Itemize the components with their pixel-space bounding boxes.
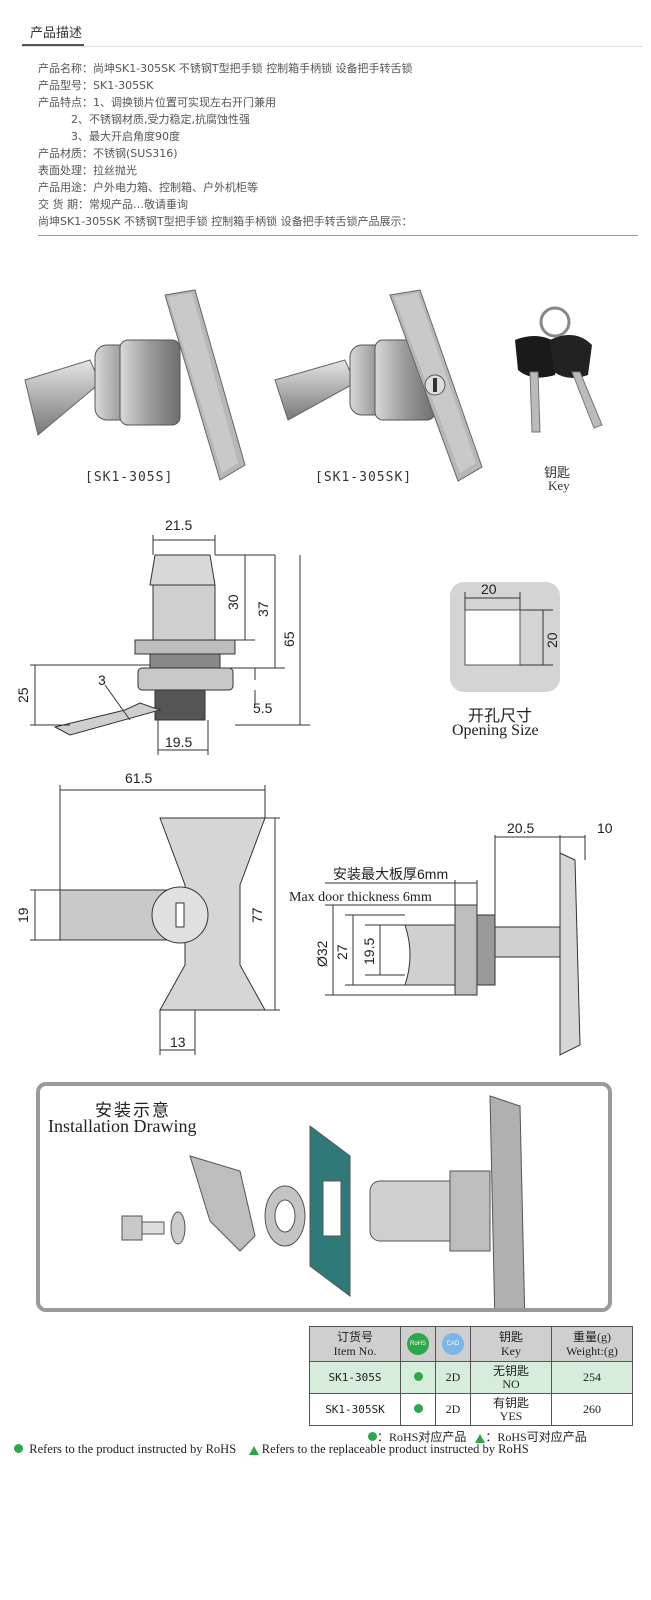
photo-keys bbox=[515, 306, 603, 433]
dim-65: 65 bbox=[281, 631, 297, 647]
desc-feature-1: 产品特点：1、调换锁片位置可实现左右开门兼用 bbox=[38, 96, 276, 109]
header-rohs: RoHS bbox=[400, 1326, 436, 1362]
drawing-front-view: 61.5 19 77 13 bbox=[15, 770, 280, 1055]
dim-13: 13 bbox=[170, 1034, 186, 1050]
opening-title-cn: 开孔尺寸 bbox=[468, 706, 533, 725]
desc-feature-3: 3、最大开启角度90度 bbox=[71, 130, 180, 143]
row2-cad: 2D bbox=[435, 1393, 471, 1426]
photo-sk1-305sk bbox=[274, 289, 483, 482]
dim-19-5-profile: 19.5 bbox=[361, 938, 377, 965]
desc-feature-2: 2、不锈钢材质,受力稳定,抗腐蚀性强 bbox=[71, 113, 250, 126]
dim-10: 10 bbox=[597, 820, 613, 836]
installation-title-cn: 安装示意 bbox=[95, 1101, 171, 1121]
row1-cad: 2D bbox=[435, 1361, 471, 1394]
dim-21-5: 21.5 bbox=[165, 517, 192, 533]
section-divider bbox=[22, 46, 642, 47]
row2-rohs bbox=[400, 1393, 436, 1426]
opening-width: 20 bbox=[481, 581, 497, 597]
max-thickness-en: Max door thickness 6mm bbox=[289, 890, 432, 905]
dim-3: 3 bbox=[98, 672, 106, 688]
drawing-profile-view: 20.5 10 安装最大板厚6mm Max door thickness 6mm… bbox=[289, 820, 613, 1056]
rohs-triangle-icon bbox=[248, 1445, 259, 1455]
rohs-dot-icon bbox=[413, 1372, 423, 1381]
rohs-dot-icon bbox=[368, 1432, 377, 1441]
header-weight: 重量(g)Weight:(g) bbox=[551, 1326, 633, 1362]
key-label-cn: 钥匙 bbox=[544, 466, 571, 481]
dim-37: 37 bbox=[255, 601, 271, 617]
desc-usage: 产品用途：户外电力箱、控制箱、户外机柜等 bbox=[38, 181, 258, 194]
max-thickness-cn: 安装最大板厚6mm bbox=[333, 866, 448, 882]
section-underline bbox=[22, 44, 84, 46]
dim-25: 25 bbox=[15, 687, 31, 703]
description-rule bbox=[38, 235, 638, 236]
desc-name: 产品名称：尚坤SK1-305SK 不锈钢T型把手锁 控制箱手柄锁 设备把手转舌锁 bbox=[38, 62, 413, 75]
header-cad: CAD bbox=[435, 1326, 471, 1362]
opening-title-en: Opening Size bbox=[452, 722, 539, 739]
dim-61-5: 61.5 bbox=[125, 770, 152, 786]
row1-item: SK1-305S bbox=[309, 1361, 401, 1394]
rohs-triangle-icon bbox=[475, 1433, 486, 1443]
opening-height: 20 bbox=[544, 632, 560, 648]
row2-item: SK1-305SK bbox=[309, 1393, 401, 1426]
desc-delivery: 交 货 期：常规产品…敬请垂询 bbox=[38, 198, 188, 211]
desc-showcase: 尚坤SK1-305SK 不锈钢T型把手锁 控制箱手柄锁 设备把手转舌锁产品展示： bbox=[38, 215, 413, 228]
dim-20-5: 20.5 bbox=[507, 820, 534, 836]
key-label-en: Key bbox=[548, 478, 570, 493]
desc-surface: 表面处理：拉丝抛光 bbox=[38, 164, 137, 177]
rohs-dot-icon bbox=[413, 1404, 423, 1413]
installation-title-en: Installation Drawing bbox=[48, 1116, 197, 1136]
dim-32: Ø32 bbox=[314, 940, 330, 967]
section-title: 产品描述 bbox=[30, 26, 83, 41]
row2-weight: 260 bbox=[551, 1393, 633, 1426]
product-description: 产品名称：尚坤SK1-305SK 不锈钢T型把手锁 控制箱手柄锁 设备把手转舌锁… bbox=[38, 60, 413, 230]
cad-badge-icon: CAD bbox=[442, 1333, 464, 1355]
desc-material: 产品材质：不锈钢(SUS316) bbox=[38, 147, 178, 160]
row1-weight: 254 bbox=[551, 1361, 633, 1394]
caption-sk1-305sk: [SK1-305SK] bbox=[315, 470, 413, 485]
installation-exploded-view bbox=[121, 1095, 526, 1308]
legend-en: Refers to the product instructed by RoHS… bbox=[14, 1442, 529, 1457]
dim-30: 30 bbox=[225, 594, 241, 610]
dim-5-5: 5.5 bbox=[253, 700, 273, 716]
row1-rohs bbox=[400, 1361, 436, 1394]
drawing-side-view: 21.5 30 37 65 25 3 5.5 19.5 bbox=[15, 517, 310, 755]
opening-size-diagram: 20 20 bbox=[450, 581, 560, 692]
installation-panel: 安装示意 Installation Drawing bbox=[36, 1082, 612, 1312]
dim-19-5: 19.5 bbox=[165, 734, 192, 750]
legend-cn: ：RoHS对应产品 ：RoHS可对应产品 bbox=[368, 1428, 587, 1445]
rohs-badge-icon: RoHS bbox=[407, 1333, 429, 1355]
dim-19: 19 bbox=[15, 907, 31, 923]
rohs-dot-icon bbox=[14, 1444, 23, 1453]
dim-77: 77 bbox=[249, 907, 265, 923]
caption-sk1-305s: [SK1-305S] bbox=[85, 470, 174, 485]
dim-27: 27 bbox=[334, 944, 350, 960]
photo-sk1-305s bbox=[24, 289, 246, 481]
desc-model: 产品型号：SK1-305SK bbox=[38, 79, 154, 92]
